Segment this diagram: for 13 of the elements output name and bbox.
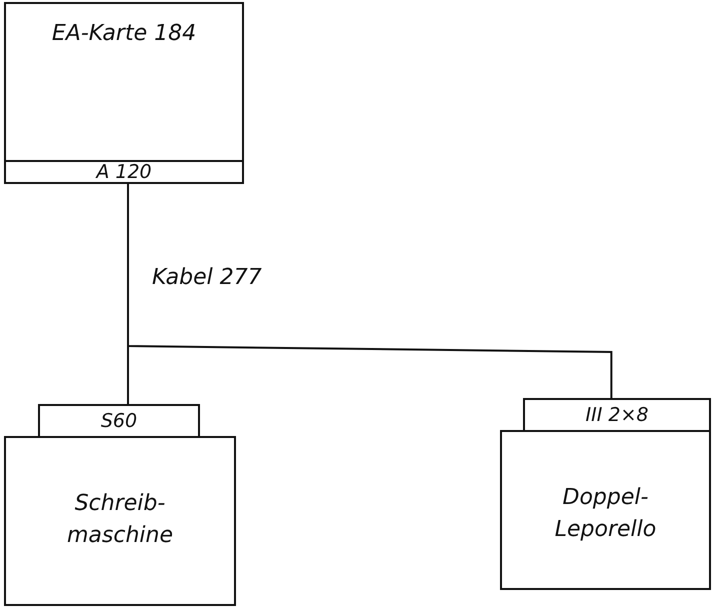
device-label: Doppel- Leporello: [554, 484, 658, 544]
connector-strip: [4, 160, 244, 184]
device-label: III 2×8: [586, 406, 648, 424]
connector-strip: [38, 404, 200, 438]
device-label: S60: [100, 412, 138, 430]
device-box: [500, 430, 711, 590]
device-box: [4, 436, 236, 606]
device-label: Schreib- maschine: [66, 490, 174, 550]
device-label: A 120: [96, 162, 152, 182]
cable-label: Kabel 277: [152, 264, 262, 292]
connector-strip: [523, 398, 711, 432]
device-box: [4, 2, 244, 182]
device-label: EA-Karte 184: [52, 20, 196, 48]
